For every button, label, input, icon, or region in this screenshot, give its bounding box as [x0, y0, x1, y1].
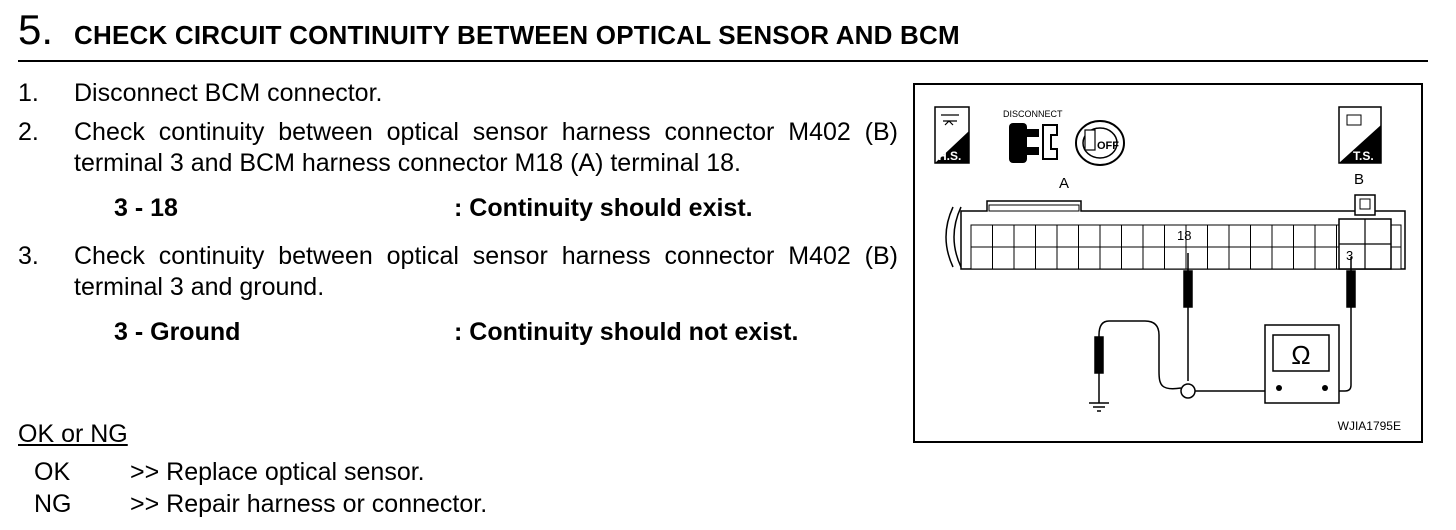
ok-ng-heading: OK or NG: [18, 420, 128, 448]
procedure-step: 3. Check continuity between optical sens…: [18, 241, 898, 303]
spec-result: : Continuity should exist.: [454, 194, 753, 222]
step-text: Check continuity between optical sensor …: [74, 242, 898, 301]
spec-terminals: 3 - Ground: [114, 318, 241, 346]
ignition-off-icon: [1075, 120, 1125, 166]
terminal-cavity: [970, 224, 993, 248]
ohm-symbol: Ω: [1291, 340, 1310, 370]
terminal-cavity: [1142, 246, 1165, 270]
step-index: 3.: [18, 242, 39, 270]
ok-result: OK >> Replace optical sensor.: [34, 457, 425, 488]
terminal-cavity: [1250, 246, 1273, 270]
probe-junction: [1180, 383, 1196, 399]
connector-b: [1338, 194, 1392, 270]
terminal-cavity: [1314, 246, 1337, 270]
step-index: 1.: [18, 79, 39, 107]
terminal-cavity: [1099, 246, 1122, 270]
terminal-cavity: [992, 224, 1015, 248]
terminal-cavity: [1293, 224, 1316, 248]
terminal-cavity: [1228, 246, 1251, 270]
terminal-cavity: [1035, 224, 1058, 248]
spec-row: 3 - 18 : Continuity should exist.: [18, 193, 898, 227]
ng-code: NG: [34, 490, 72, 518]
ng-action: >> Repair harness or connector.: [130, 490, 488, 518]
procedure-step: 1. Disconnect BCM connector.: [18, 78, 898, 109]
terminal-cavity: [1228, 224, 1251, 248]
step-text: Disconnect BCM connector.: [74, 79, 383, 107]
wiring-diagram: H.S. DISCONNECT OFF T.S.: [913, 83, 1423, 443]
terminal-cavity: [1078, 246, 1101, 270]
terminal-cavity: [1013, 246, 1036, 270]
diagram-graphic: H.S. DISCONNECT OFF T.S.: [934, 106, 1406, 412]
figure-id: WJIA1795E: [1337, 419, 1401, 433]
test-leads: [1089, 253, 1356, 412]
hs-icon-label: H.S.: [938, 149, 961, 163]
ts-icon: [1338, 106, 1382, 164]
terminal-cavity: [1271, 224, 1294, 248]
ok-action: >> Replace optical sensor.: [130, 458, 425, 486]
terminal-b-label: 3: [1346, 248, 1354, 263]
terminal-cavity: [1293, 246, 1316, 270]
terminal-cavity: [1207, 224, 1230, 248]
terminal-cavity: [1121, 224, 1144, 248]
terminal-cavity: [970, 246, 993, 270]
step-number: 5.: [18, 6, 54, 53]
spec-terminals: 3 - 18: [114, 194, 178, 222]
spec-result: : Continuity should not exist.: [454, 318, 799, 346]
terminal-cavity: [1035, 246, 1058, 270]
terminal-cavity: [1078, 224, 1101, 248]
terminal-cavity: [1314, 224, 1337, 248]
step-title: CHECK CIRCUIT CONTINUITY BETWEEN OPTICAL…: [74, 20, 960, 50]
ng-result: NG >> Repair harness or connector.: [34, 489, 487, 520]
terminal-cavity: [1056, 224, 1079, 248]
terminal-a-label: 18: [1177, 228, 1192, 243]
terminal-cavity: [1121, 246, 1144, 270]
title-divider: [18, 60, 1428, 62]
off-label: OFF: [1097, 140, 1119, 152]
terminal-cavity: [1250, 224, 1273, 248]
ohmmeter-icon: [1264, 324, 1340, 404]
terminal-cavity: [1164, 246, 1187, 270]
spec-row: 3 - Ground : Continuity should not exist…: [18, 317, 898, 351]
terminal-cavity: [1056, 246, 1079, 270]
terminal-cavity: [1142, 224, 1165, 248]
procedure-step: 2. Check continuity between optical sens…: [18, 117, 898, 179]
procedure-steps: 1. Disconnect BCM connector. 2. Check co…: [18, 78, 898, 365]
hs-icon: [934, 106, 970, 164]
connector-b-label: B: [1354, 171, 1365, 188]
step-index: 2.: [18, 118, 39, 146]
terminal-cavity: [1185, 246, 1208, 270]
disconnect-icon: [1009, 123, 1058, 163]
terminal-cavity: [1013, 224, 1036, 248]
step-text: Check continuity between optical sensor …: [74, 118, 898, 177]
ok-code: OK: [34, 458, 71, 486]
step-header: 5. CHECK CIRCUIT CONTINUITY BETWEEN OPTI…: [18, 6, 1428, 56]
terminal-cavity: [1207, 246, 1230, 270]
disconnect-label: DISCONNECT: [1003, 109, 1063, 119]
terminal-cavity: [1099, 224, 1122, 248]
terminal-cavity: [992, 246, 1015, 270]
connector-a-label: A: [1059, 175, 1070, 192]
terminal-cavity: [1271, 246, 1294, 270]
ts-icon-label: T.S.: [1353, 149, 1374, 163]
